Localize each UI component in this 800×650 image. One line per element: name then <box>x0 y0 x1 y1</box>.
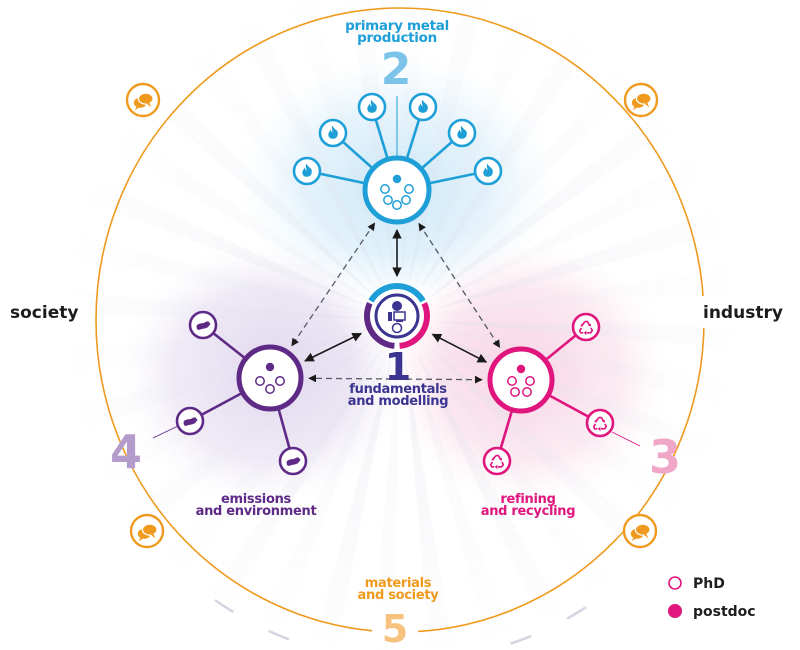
legend-phd-marker <box>668 576 682 590</box>
wp5-satellite[interactable] <box>125 82 161 118</box>
phd-marker <box>380 184 390 194</box>
phd-marker <box>401 195 411 205</box>
ring-arc-wp4 <box>363 302 395 349</box>
wp3-hub[interactable] <box>487 346 555 414</box>
wp2-satellite[interactable] <box>292 156 322 186</box>
link-wp2-wp3 <box>418 222 501 348</box>
wp2-title-line1: primary metal <box>345 18 449 34</box>
legend-postdoc-marker <box>668 604 682 618</box>
mask-left <box>0 296 90 328</box>
postdoc-marker <box>392 174 402 184</box>
wp1-title-line2: and modelling <box>348 394 449 409</box>
phd-marker <box>392 200 402 210</box>
society-label: society <box>10 303 78 323</box>
legend-postdoc-label: postdoc <box>693 604 756 620</box>
industry-label: industry <box>703 303 783 323</box>
wp1-title-line1: fundamentals <box>349 382 447 397</box>
wp4-satellite[interactable] <box>175 406 205 436</box>
wp2-hub[interactable] <box>362 155 432 225</box>
mask-right <box>700 296 800 328</box>
wp2-title-line2: production <box>357 30 437 46</box>
wp4-hub[interactable] <box>236 344 304 412</box>
wp4-number: 4 <box>110 425 142 479</box>
phd-marker <box>391 322 403 334</box>
ring-arc-wp3 <box>399 302 431 349</box>
postdoc-marker <box>392 301 402 311</box>
wp3-satellite[interactable] <box>482 446 512 476</box>
wp5-title-line2: and society <box>358 588 440 603</box>
wp3-title-line1: refining <box>500 492 555 507</box>
phd-marker <box>525 376 535 386</box>
wp2-satellite[interactable] <box>473 156 503 186</box>
wp1-number: 1 <box>385 345 411 389</box>
wp2-satellite[interactable] <box>447 118 477 148</box>
satellite-ring <box>482 446 512 476</box>
wp5-satellite[interactable] <box>623 82 659 118</box>
wp3-guide-line <box>611 431 641 447</box>
wp5-title-line1: materials <box>365 576 432 591</box>
mask-bottom <box>372 606 418 646</box>
phd-marker <box>510 387 520 397</box>
satellite-ring <box>571 312 601 342</box>
wp4-title-line2: and environment <box>196 504 317 519</box>
wp3-satellite[interactable] <box>585 408 615 438</box>
wp2-satellite[interactable] <box>318 118 348 148</box>
wp4-title-line1: emissions <box>221 492 292 507</box>
postdoc-marker <box>516 364 526 374</box>
phd-marker <box>522 387 532 397</box>
phd-marker <box>507 376 517 386</box>
phd-marker <box>265 384 275 394</box>
wp4-guide-line <box>152 425 179 439</box>
wp2-satellite[interactable] <box>408 92 438 122</box>
wp3-title-line2: and recycling <box>481 504 576 519</box>
wp2-number: 2 <box>381 44 412 95</box>
postdoc-marker <box>265 362 275 372</box>
wp5-number: 5 <box>382 607 408 650</box>
phd-marker <box>275 376 285 386</box>
wp5-satellite[interactable] <box>622 513 658 549</box>
wp5-satellite[interactable] <box>129 513 165 549</box>
computer-icon <box>388 311 406 322</box>
phd-marker <box>383 195 393 205</box>
legend: PhD postdoc <box>668 576 756 620</box>
wp3-number: 3 <box>649 430 681 484</box>
link-wp3-wp4 <box>308 374 483 384</box>
phd-marker <box>404 184 414 194</box>
wp-links <box>291 222 501 384</box>
wp4-satellite[interactable] <box>278 446 308 476</box>
hub-ring <box>487 346 555 414</box>
wp3-satellite[interactable] <box>571 312 601 342</box>
wp4-satellite[interactable] <box>188 310 218 340</box>
hub-ring <box>362 155 432 225</box>
legend-phd-label: PhD <box>693 576 725 592</box>
link-wp2-wp4 <box>291 222 376 347</box>
satellite-ring <box>585 408 615 438</box>
wp1-hub[interactable] <box>363 282 431 350</box>
hub-ring <box>236 344 304 412</box>
ring-arc-wp2 <box>368 282 426 303</box>
wp2-satellite[interactable] <box>357 92 387 122</box>
phd-marker <box>255 376 265 386</box>
